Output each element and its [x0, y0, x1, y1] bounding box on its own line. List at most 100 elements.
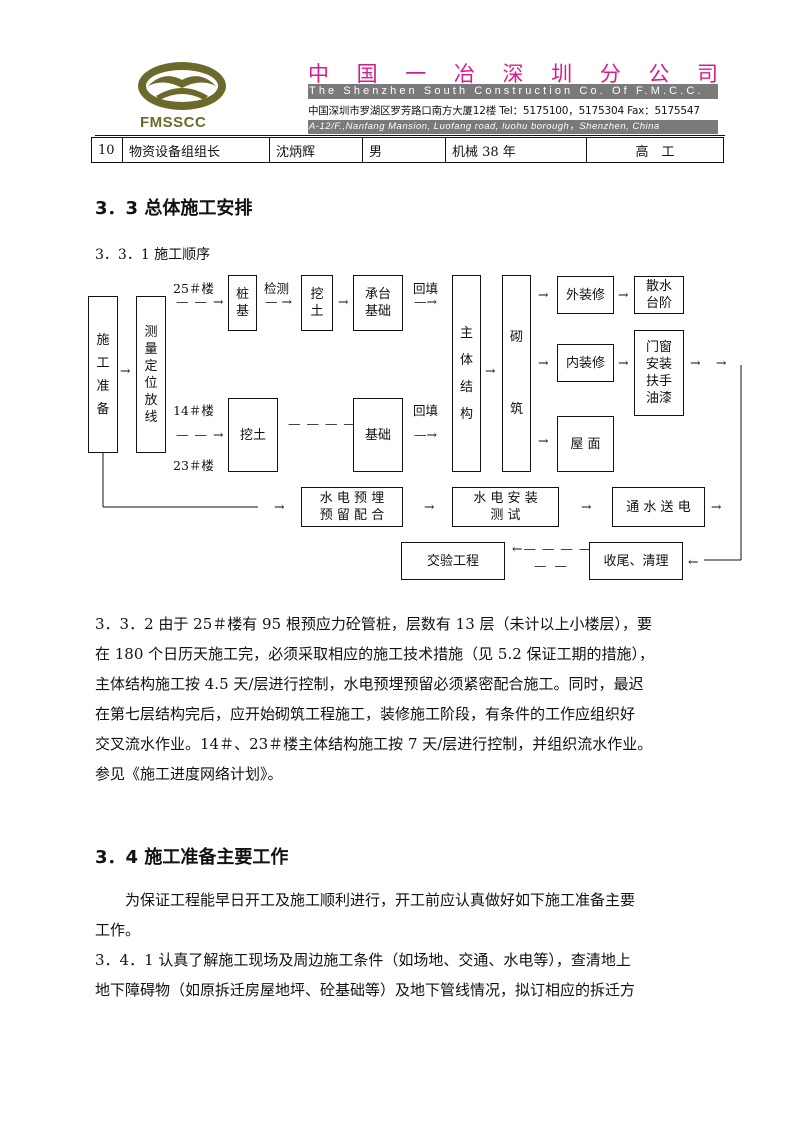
flow-text: 体 [459, 352, 473, 368]
flow-box-int-finish: 内装修 [557, 344, 614, 382]
flow-dashes: — — — — [288, 416, 357, 431]
flow-text: 屋 面 [570, 436, 601, 452]
flow-arrow: → [716, 355, 727, 370]
cell-title: 高 工 [586, 137, 724, 163]
flow-text: 承台 [364, 287, 391, 302]
flow-text: 安装 [645, 357, 672, 372]
company-name-en: The Shenzhen South Construction Co. Of F… [308, 84, 718, 99]
company-address-en: A-12/F.,Nanfang Mansion, Luofang road, l… [308, 120, 718, 134]
paragraph-line: 主体结构施工按 4.5 天/层进行控制，水电预埋预留必须紧密配合施工。同时，最迟 [95, 675, 644, 693]
company-name-cn: 中 国 一 冶 深 圳 分 公 司 [308, 58, 718, 88]
staff-table: 10 物资设备组组长 沈炳辉 男 机械 38 年 高 工 [91, 137, 724, 163]
flow-arrow: → [711, 499, 722, 514]
company-name-char: 圳 [551, 62, 573, 86]
flow-label-inspect: 检测 [264, 281, 290, 296]
flow-arrow: → [618, 287, 629, 302]
flow-dashes: — — [534, 558, 569, 573]
paragraph-line: 参见《施工进度网络计划》。 [95, 765, 283, 783]
flow-text: 油漆 [645, 391, 672, 406]
flow-box-mep-install: 水 电 安 装测 试 [452, 487, 559, 527]
flow-arrow: ← [688, 554, 699, 569]
header-divider [95, 135, 725, 136]
company-name-char: 司 [697, 62, 718, 86]
paragraph-line: 3．4．1 认真了解施工现场及周边施工条件（如场地、交通、水电等），查清地上 [95, 951, 631, 969]
flow-arrow: —→ [414, 294, 437, 309]
flow-arrow: → [690, 355, 701, 370]
flow-text: 基础 [364, 427, 391, 443]
flow-box-apron: 散水台阶 [634, 276, 684, 314]
flow-arrow: ←— — — — — [512, 541, 611, 556]
flow-box-power-water: 通 水 送 电 [612, 487, 705, 527]
flow-text: 量 [144, 341, 158, 357]
flow-text: 挖土 [239, 427, 266, 443]
flow-box-main-structure: 主 体 结 构 [452, 275, 481, 472]
flow-box-dig-a: 挖土 [301, 275, 333, 331]
flow-label-backfill-b: 回填 [413, 403, 439, 418]
flow-text: 位 [144, 375, 158, 391]
flow-text: 砌 [509, 330, 523, 345]
flow-box-mep-embed: 水 电 预 埋预 留 配 合 [301, 487, 403, 527]
table-row: 10 物资设备组组长 沈炳辉 男 机械 38 年 高 工 [91, 137, 724, 163]
flow-text: 收尾、清理 [603, 553, 669, 569]
paragraph-line: 在第七层结构完后，应开始砌筑工程施工，装修施工阶段，有条件的工作应组织好 [95, 705, 636, 723]
flow-box-ext-finish: 外装修 [557, 276, 614, 314]
flow-box-cap: 承台基础 [353, 275, 403, 331]
flow-text: 桩 [235, 287, 249, 302]
flow-text: 准 [96, 378, 110, 394]
company-name-char: 国 [356, 62, 378, 86]
company-name-char: 一 [405, 62, 427, 86]
flow-text: 基础 [364, 304, 391, 319]
company-logo-emblem [138, 62, 226, 110]
flow-arrow: → [274, 499, 285, 514]
section-heading-3-3: 3．3 总体施工安排 [95, 198, 253, 219]
flow-text: 放 [144, 392, 158, 408]
flow-arrow: → [424, 499, 435, 514]
flow-box-masonry: 砌 筑 [502, 275, 531, 472]
flow-text: 外装修 [565, 287, 605, 303]
flow-label-bldg25: 25＃楼 [173, 281, 214, 296]
flow-text: 通 水 送 电 [626, 499, 691, 515]
paragraph-line: 交叉流水作业。14＃、23＃楼主体结构施工按 7 天/层进行控制，并组织流水作业… [95, 735, 653, 753]
flow-text: 预 留 配 合 [319, 508, 385, 523]
paragraph-line: 为保证工程能早日开工及施工顺利进行，开工前应认真做好如下施工准备主要 [125, 891, 636, 909]
company-name-char: 冶 [453, 62, 475, 86]
paragraph-line: 3．3．2 由于 25＃楼有 95 根预应力砼管桩，层数有 13 层（未计以上小… [95, 615, 653, 633]
flow-text: 构 [459, 406, 473, 422]
subheading-3-3-1: 3．3．1 施工顺序 [95, 247, 211, 263]
flow-text: 施 [96, 332, 110, 348]
flow-label-bldg23: 23＃楼 [173, 458, 214, 473]
flow-text: 线 [144, 409, 158, 425]
flow-arrow: → [618, 355, 629, 370]
flow-box-dig-b: 挖土 [228, 398, 278, 472]
flow-arrow: → [120, 363, 131, 378]
flow-text: 测 试 [490, 508, 521, 523]
company-name-char: 中 [308, 62, 329, 86]
paragraph-3-4-intro: 为保证工程能早日开工及施工顺利进行，开工前应认真做好如下施工准备主要 工作。 3… [95, 885, 720, 1005]
paragraph-3-3-2: 3．3．2 由于 25＃楼有 95 根预应力砼管桩，层数有 13 层（未计以上小… [95, 609, 720, 789]
flow-text: 备 [96, 401, 110, 417]
flow-text: 水 电 安 装 [473, 491, 538, 506]
flow-label-backfill-a: 回填 [413, 281, 439, 296]
company-name-char: 深 [502, 62, 524, 86]
flow-text: 土 [310, 304, 324, 319]
flow-box-handover: 交验工程 [401, 542, 505, 580]
company-name-char: 分 [599, 62, 621, 86]
flow-arrow: → [485, 363, 496, 378]
flow-text: 测 [144, 324, 158, 340]
logo-text: FMSSCC [140, 114, 207, 131]
company-name-char: 公 [648, 62, 670, 86]
flow-box-roof: 屋 面 [557, 416, 614, 472]
flow-text: 内装修 [565, 355, 605, 371]
flow-box-closeout: 收尾、清理 [589, 542, 683, 580]
flow-text: 台阶 [645, 296, 672, 311]
cell-name: 沈炳辉 [269, 137, 363, 163]
flow-text: 主 [459, 325, 473, 341]
flow-label-bldg14: 14＃楼 [173, 403, 214, 418]
paragraph-line: 在 180 个日历天施工完，必须采取相应的施工技术措施（见 5.2 保证工期的措… [95, 645, 655, 663]
flow-arrow: → [538, 287, 549, 302]
flow-arrow: → [338, 294, 349, 309]
company-logo [134, 58, 230, 134]
section-heading-3-4: 3．4 施工准备主要工作 [95, 847, 289, 868]
paragraph-line: 地下障碍物（如原拆迁房屋地坪、砼基础等）及地下管线情况，拟订相应的拆迁方 [95, 981, 636, 999]
flow-text: 交验工程 [426, 553, 479, 569]
